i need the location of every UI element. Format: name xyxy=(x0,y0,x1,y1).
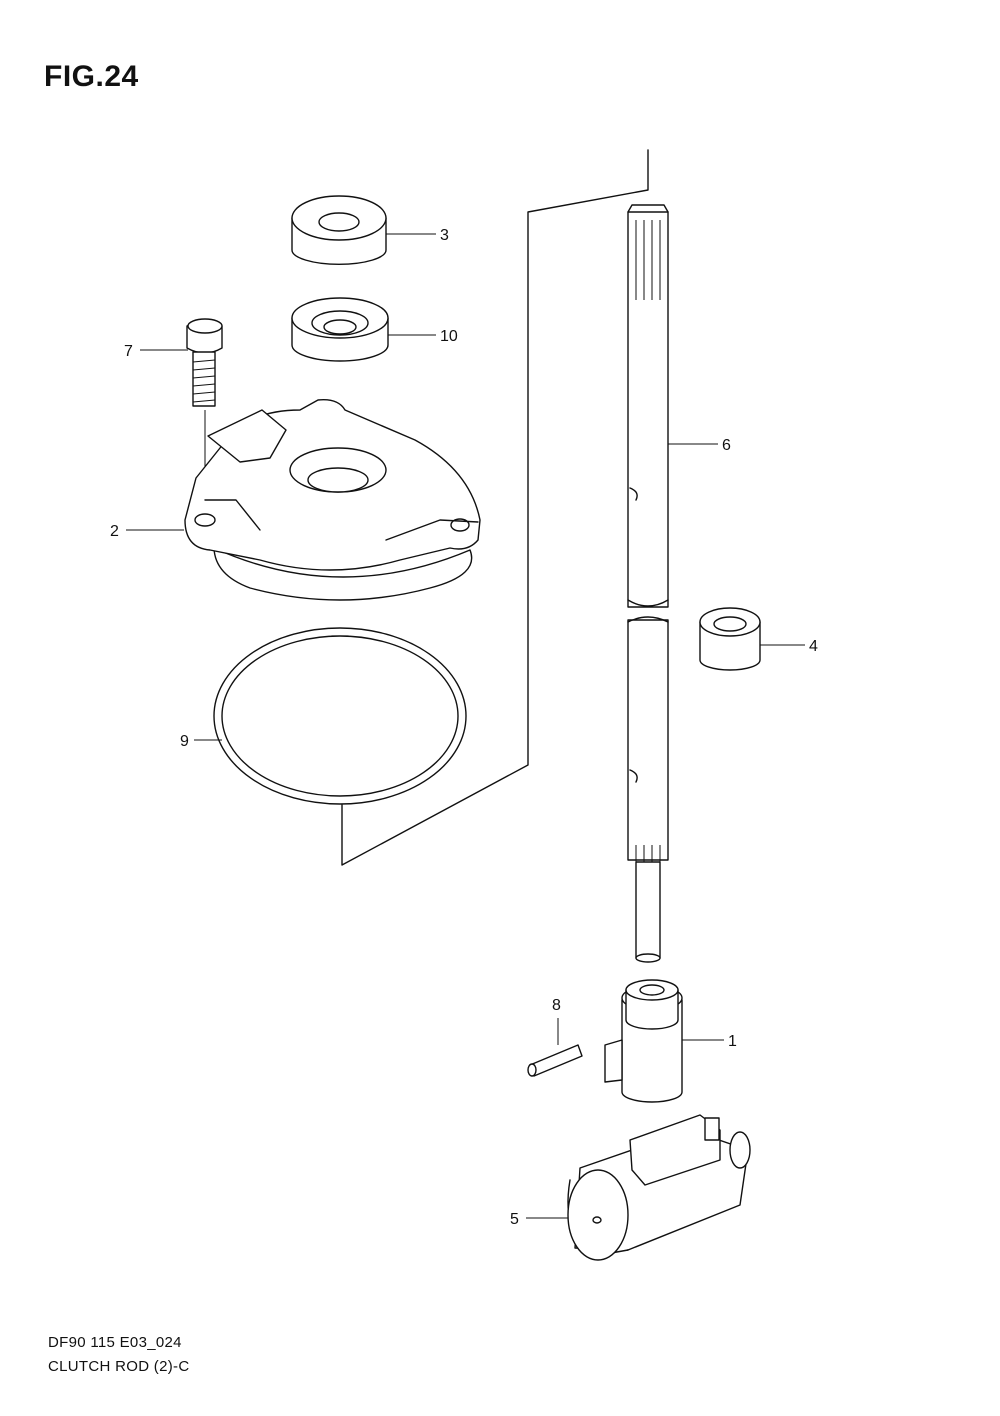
callout-2: 2 xyxy=(110,523,119,540)
part-1-joint xyxy=(604,979,683,1103)
part-10-oil-seal xyxy=(291,297,389,362)
part-5-shift-cam xyxy=(567,1114,751,1261)
figure-title: FIG.24 xyxy=(44,60,139,93)
part-9-o-ring xyxy=(213,627,467,805)
callout-9: 9 xyxy=(180,733,189,750)
callout-3: 3 xyxy=(440,227,449,244)
callout-8: 8 xyxy=(552,997,561,1014)
part-7-bolt xyxy=(186,318,223,505)
callout-4: 4 xyxy=(809,638,818,655)
part-2-housing xyxy=(184,399,481,601)
callout-6: 6 xyxy=(722,437,731,454)
callout-1: 1 xyxy=(728,1033,737,1050)
part-4-bushing xyxy=(699,607,761,671)
callout-10: 10 xyxy=(440,328,458,345)
callout-5: 5 xyxy=(510,1211,519,1228)
part-3-bushing xyxy=(291,195,387,266)
figure-code: DF90 115 E03_024 xyxy=(48,1334,182,1351)
assembly-bracket xyxy=(341,149,649,866)
callout-7: 7 xyxy=(124,343,133,360)
figure-name: CLUTCH ROD (2)-C xyxy=(48,1358,190,1375)
part-8-pin xyxy=(527,1018,583,1077)
part-6-clutch-rod xyxy=(627,204,669,963)
